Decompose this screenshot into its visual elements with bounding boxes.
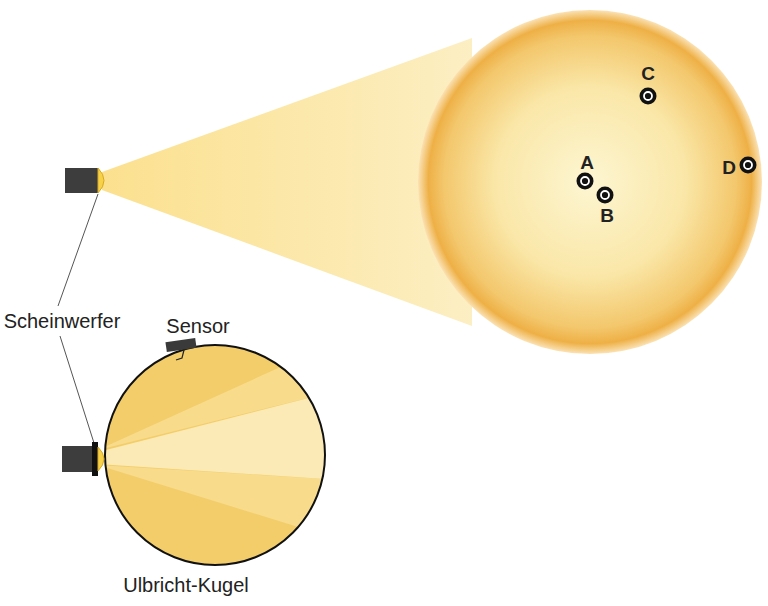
point-label: D — [722, 158, 736, 179]
point-label: B — [600, 206, 614, 227]
integrating-sphere — [98, 340, 340, 565]
measurement-points — [577, 88, 757, 204]
light-spot — [418, 10, 762, 354]
part-label: Sensor — [166, 315, 229, 337]
headlight — [62, 442, 104, 476]
part-label: Ulbricht-Kugel — [123, 574, 249, 596]
leader-line — [58, 194, 98, 306]
headlight — [65, 168, 104, 193]
sensor — [165, 338, 196, 360]
light-cone — [102, 38, 472, 326]
leader-line — [60, 336, 94, 443]
point-label: A — [580, 153, 594, 174]
part-label: Scheinwerfer — [4, 310, 121, 332]
point-label: C — [641, 64, 655, 85]
